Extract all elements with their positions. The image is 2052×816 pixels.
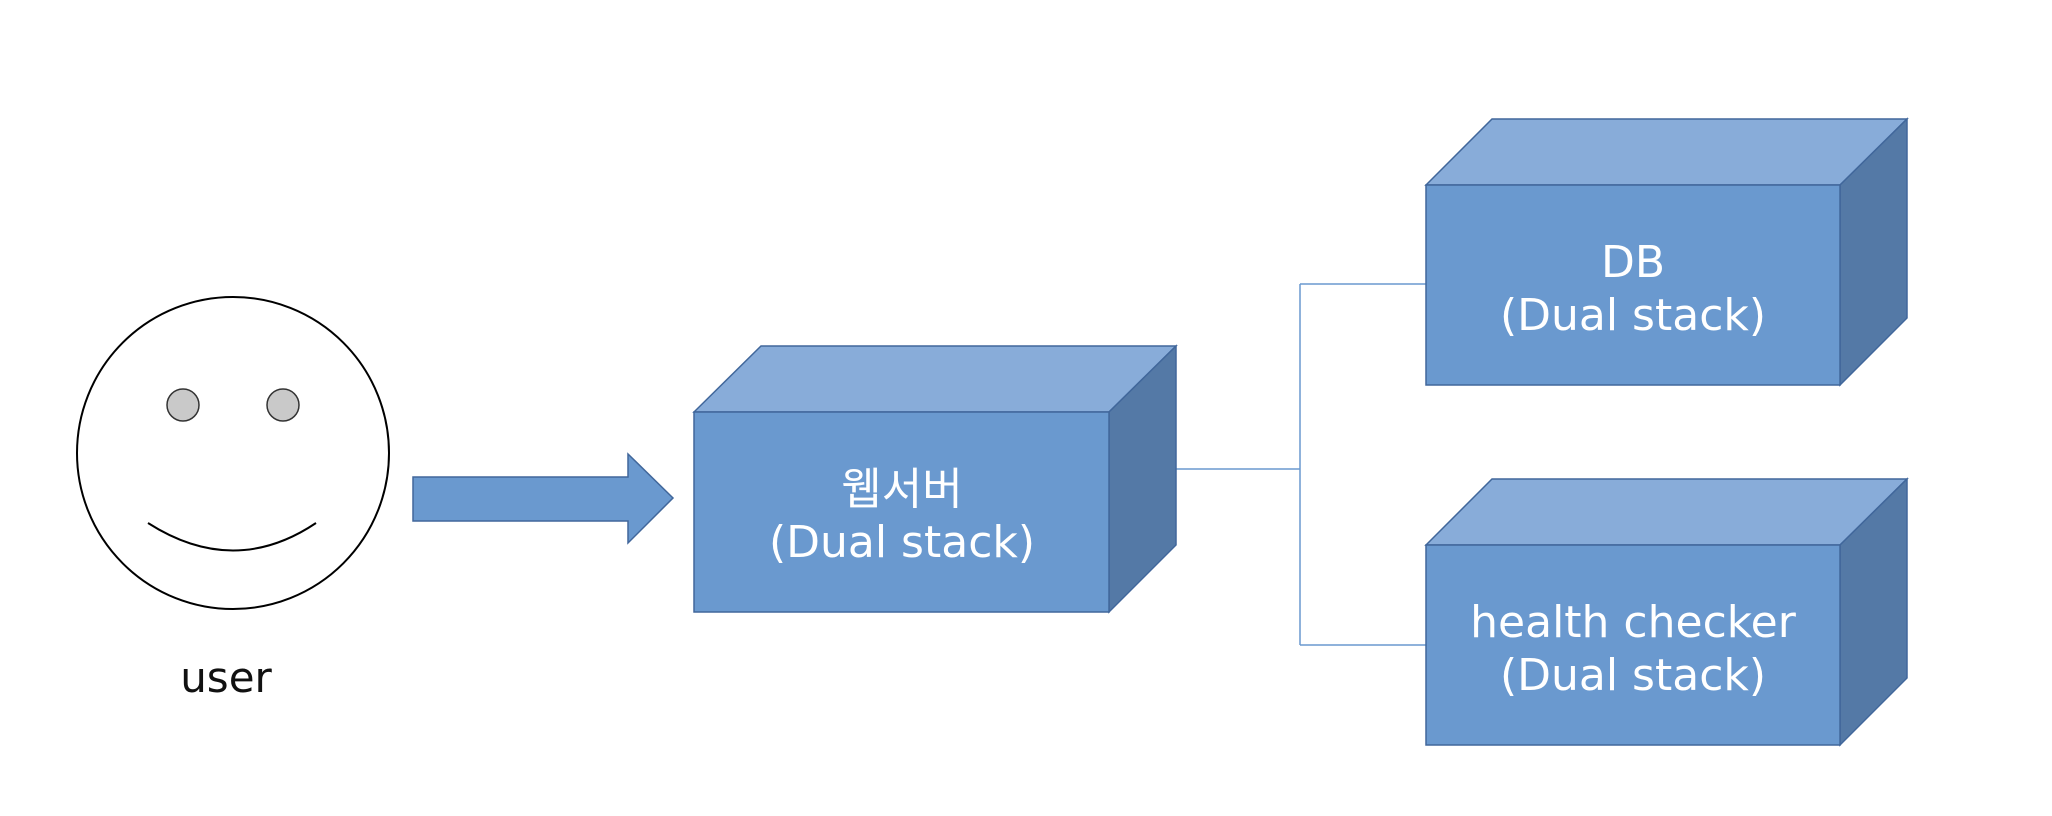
- db-box: DB (Dual stack): [1424, 117, 1909, 387]
- health-checker-title: health checker: [1470, 597, 1797, 648]
- health-checker-subtitle: (Dual stack): [1500, 650, 1766, 701]
- webserver-box-front: [693, 411, 1110, 613]
- face-outline: [76, 296, 390, 610]
- webserver-box: 웹서버 (Dual stack): [692, 344, 1178, 614]
- webserver-subtitle: (Dual stack): [769, 517, 1035, 568]
- db-title: DB: [1601, 237, 1665, 288]
- health-checker-box: health checker (Dual stack): [1424, 477, 1909, 747]
- user-label: user: [180, 653, 272, 702]
- health-checker-box-front: [1425, 544, 1841, 746]
- user-face-icon: [76, 296, 390, 610]
- db-subtitle: (Dual stack): [1500, 290, 1766, 341]
- smile-mouth: [147, 522, 317, 552]
- request-arrow: [412, 452, 675, 545]
- right-eye: [266, 388, 300, 422]
- db-box-top: [1424, 118, 1909, 186]
- left-eye: [166, 388, 200, 422]
- connector-lines: [1176, 283, 1426, 646]
- webserver-title: 웹서버: [841, 464, 962, 515]
- db-box-front: [1425, 184, 1841, 386]
- health-checker-box-top: [1424, 478, 1909, 546]
- webserver-box-top: [692, 345, 1178, 413]
